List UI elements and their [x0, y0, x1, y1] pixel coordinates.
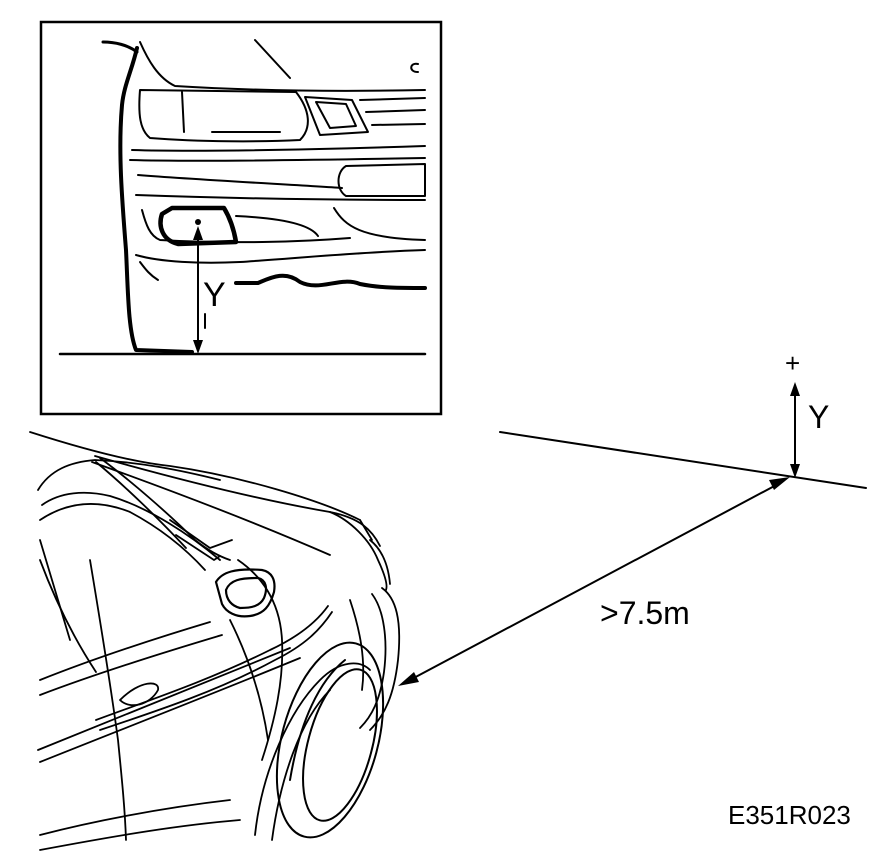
inset-surface-line [234, 273, 427, 290]
front-wheel [275, 641, 385, 839]
distance-label: >7.5m [600, 595, 690, 631]
inset-height-label: Y [203, 276, 226, 314]
inset-fog-lamp [158, 205, 239, 247]
distance-arrow [398, 477, 790, 686]
inset-car-front [101, 39, 426, 354]
inset-height-arrow [193, 226, 206, 354]
figure-code: E351R023 [728, 800, 851, 830]
aim-plus-label: + [785, 348, 800, 378]
aim-height-arrow [790, 382, 800, 478]
aim-height-label: Y [808, 399, 829, 435]
side-mirror [214, 568, 276, 618]
car-outline [29, 431, 401, 851]
aim-screen-line [499, 431, 867, 489]
inset-fog-lamp-center [195, 219, 201, 225]
inset-panel: Y [39, 20, 443, 416]
inset-frame [39, 20, 443, 416]
